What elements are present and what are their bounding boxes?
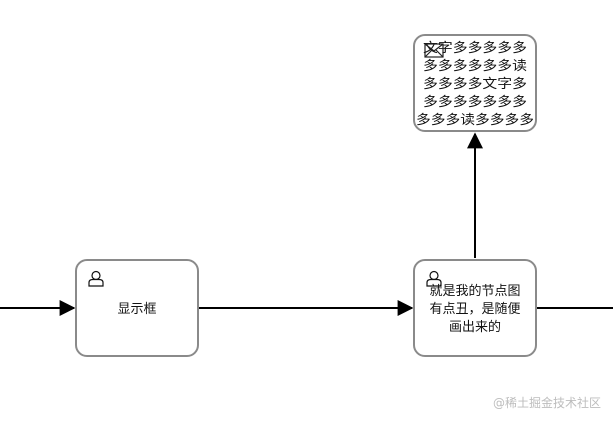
envelope-icon [424, 43, 444, 58]
task-node-line: 有点丑，是随便 [429, 302, 520, 317]
task-text-line: 多多多多文字多 [423, 76, 527, 92]
task-text-line: 多多多读多多多多 [416, 112, 534, 128]
task-display-label: 显示框 [117, 302, 156, 317]
task-text-line: 多多多多多多读 [423, 58, 527, 74]
task-text-line: 文字多多多多多 [423, 40, 527, 56]
task-text[interactable]: 文字多多多多多 多多多多多多读 多多多多文字多 多多多多多多多 多多多读多多多多 [413, 34, 537, 132]
task-node[interactable]: 就是我的节点图 有点丑，是随便 画出来的 [413, 259, 537, 357]
task-display[interactable]: 显示框 [75, 259, 199, 357]
task-node-line: 就是我的节点图 [429, 283, 520, 299]
user-icon [88, 270, 104, 287]
task-text-line: 多多多多多多多 [423, 94, 527, 110]
watermark: @稀土掘金技术社区 [492, 396, 601, 410]
user-icon [426, 270, 442, 287]
task-node-line: 画出来的 [449, 319, 501, 335]
